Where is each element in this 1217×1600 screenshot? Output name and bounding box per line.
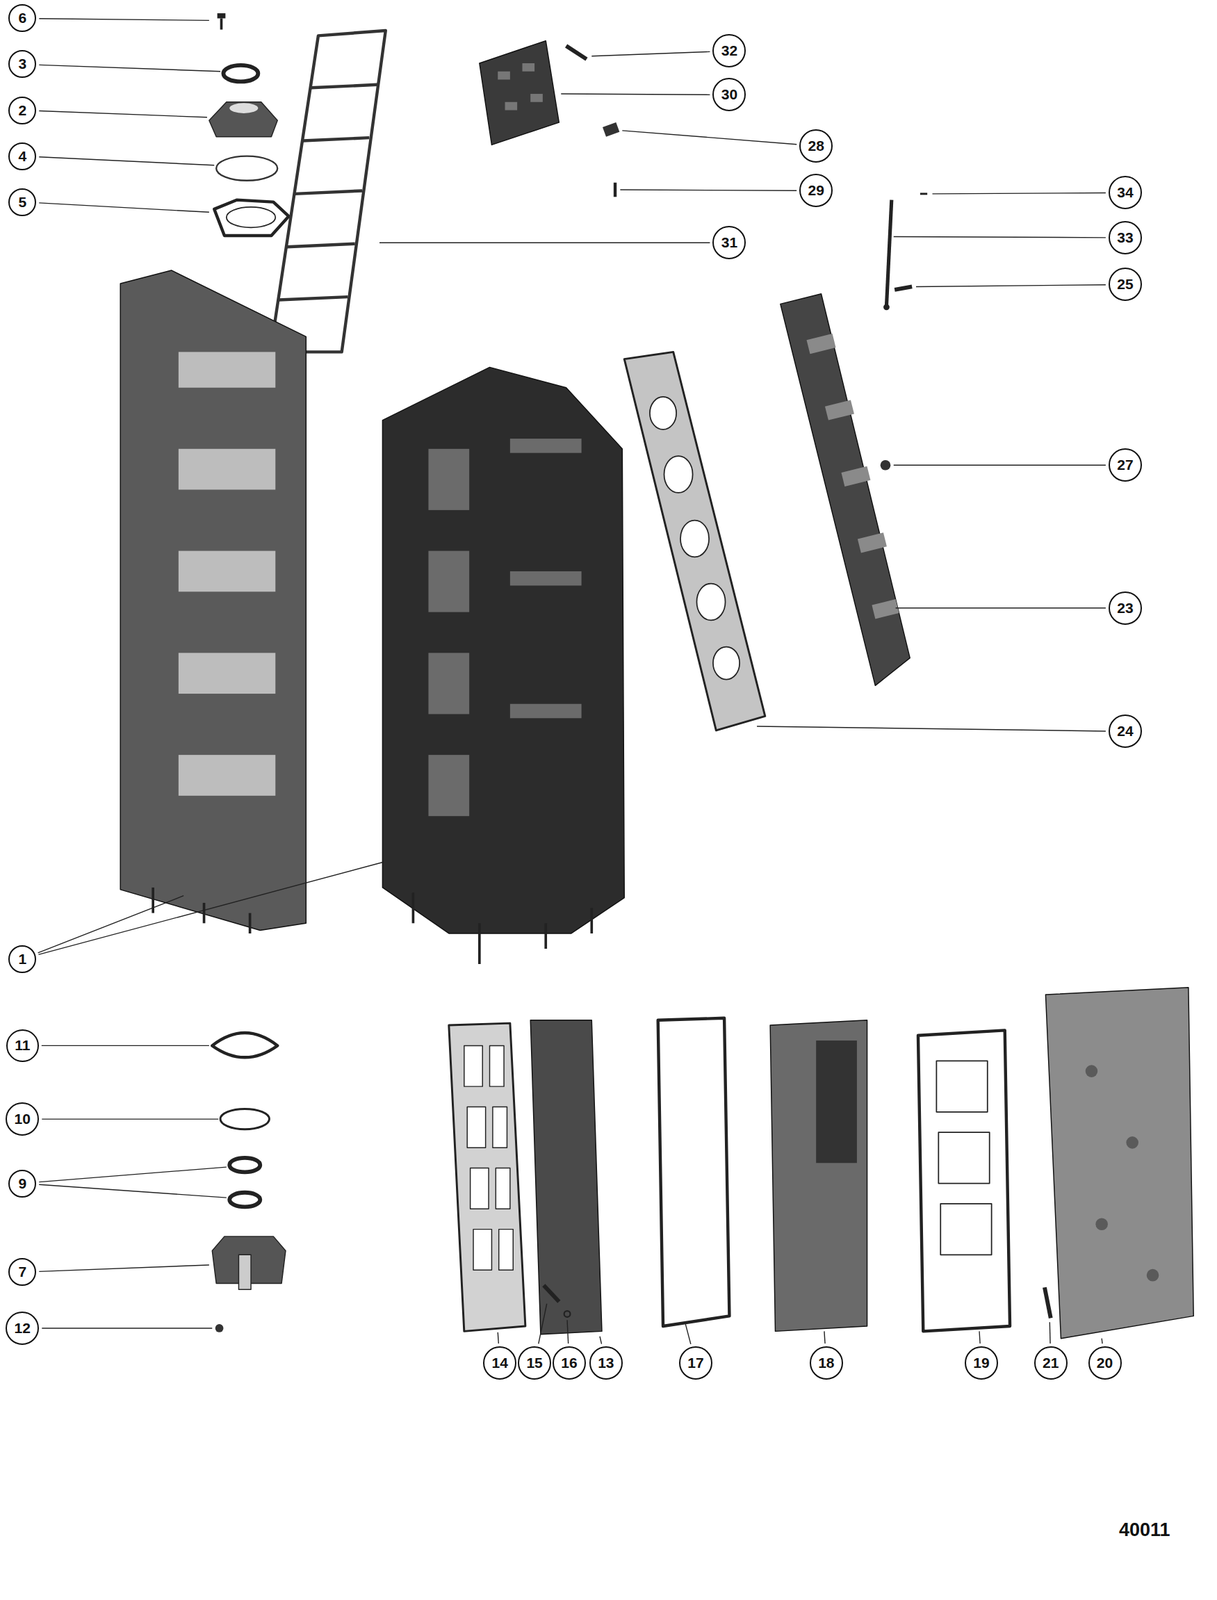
leader-line — [591, 51, 710, 56]
leader-line — [756, 726, 1106, 732]
callout-number: 13 — [589, 1346, 623, 1380]
leader-line — [916, 284, 1106, 288]
callout-number: 11 — [6, 1029, 39, 1063]
callout-number: 24 — [1108, 714, 1142, 748]
callout-number: 6 — [8, 4, 37, 32]
leader-line — [893, 464, 1106, 466]
callout-number: 18 — [809, 1346, 844, 1380]
callout-number: 3 — [8, 50, 37, 78]
leader-line — [41, 1045, 210, 1047]
callout-number: 12 — [5, 1311, 39, 1345]
leader-line — [824, 1330, 826, 1344]
leader-line — [38, 202, 210, 212]
callout-number: 17 — [679, 1346, 713, 1380]
callout-number: 2 — [8, 96, 37, 125]
leader-line — [979, 1330, 980, 1344]
leader-line — [38, 64, 221, 71]
leader-line — [599, 1336, 602, 1345]
leader-line — [41, 1118, 219, 1120]
callout-number: 27 — [1108, 448, 1142, 482]
leader-line — [38, 895, 185, 953]
leader-line — [538, 1303, 547, 1345]
callout-number: 1 — [8, 945, 37, 974]
callout-number: 25 — [1108, 267, 1142, 301]
callout-number: 34 — [1108, 175, 1142, 210]
callout-number: 31 — [712, 225, 746, 260]
leader-line — [1049, 1321, 1051, 1344]
leader-line — [38, 861, 383, 955]
leader-line — [567, 1319, 569, 1344]
callout-number: 16 — [552, 1346, 586, 1380]
figure-number: 40011 — [1119, 1519, 1171, 1541]
callout-number: 21 — [1034, 1346, 1068, 1380]
callout-number: 23 — [1108, 591, 1142, 625]
callout-number: 33 — [1108, 221, 1142, 255]
callout-number: 15 — [517, 1346, 552, 1380]
leader-line — [38, 18, 210, 21]
leader-line — [38, 110, 208, 117]
leader-line — [932, 193, 1106, 194]
leader-line — [895, 607, 1106, 609]
callout-number: 14 — [483, 1346, 517, 1380]
leader-line — [41, 1327, 212, 1329]
callout-number: 5 — [8, 188, 37, 217]
callout-number: 10 — [5, 1102, 39, 1136]
leader-line — [893, 237, 1106, 238]
callout-number: 32 — [712, 34, 746, 68]
callout-number: 20 — [1088, 1346, 1122, 1380]
leader-line — [619, 189, 797, 191]
leader-line — [1100, 1338, 1103, 1344]
leader-line — [685, 1324, 691, 1345]
leader-line — [38, 1166, 227, 1183]
callout-number: 29 — [799, 173, 833, 208]
callout-number: 4 — [8, 142, 37, 171]
callout-number: 19 — [964, 1346, 999, 1380]
leader-line — [38, 1184, 227, 1198]
leader-line — [38, 1264, 210, 1272]
callout-number: 7 — [8, 1258, 37, 1286]
leader-line — [622, 130, 797, 145]
leader-line — [497, 1332, 499, 1344]
callout-number: 30 — [712, 77, 746, 112]
callout-number: 9 — [8, 1169, 37, 1198]
leader-line — [560, 93, 710, 95]
callout-number: 28 — [799, 129, 833, 163]
leader-line — [379, 242, 710, 244]
leader-line — [38, 157, 215, 166]
